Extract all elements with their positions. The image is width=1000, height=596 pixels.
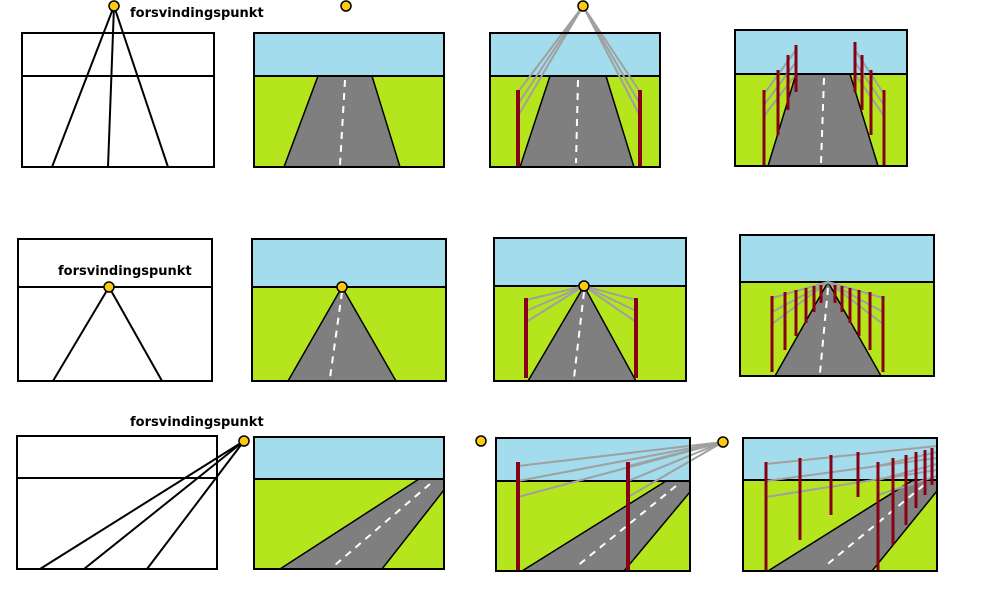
vanishing-point-label: forsvindingspunkt (130, 6, 264, 21)
vanishing-point-label: forsvindingspunkt (130, 415, 264, 430)
fence-wires (771, 281, 884, 325)
vanishing-point-marker (103, 281, 115, 293)
road-edge-line (113, 5, 169, 168)
guide-wires (517, 5, 641, 117)
row2-road-panel (251, 238, 447, 382)
road-edge-line (51, 5, 115, 168)
vanishing-point-marker (336, 281, 348, 293)
vanishing-point-marker (108, 0, 120, 12)
row-1: forsvindingspunkt (21, 0, 908, 168)
guide-wires (517, 441, 724, 498)
row1-sketch-panel: forsvindingspunkt (21, 0, 264, 168)
vanishing-point-label: forsvindingspunkt (58, 264, 192, 279)
row2-fence-panel (739, 234, 935, 377)
guide-wires (525, 285, 637, 323)
fence-posts (762, 42, 886, 165)
row1-fence-panel (734, 29, 908, 167)
row-3: forsvindingspunkt (16, 415, 938, 572)
row2-posts-panel (493, 237, 687, 382)
vanishing-point-marker (577, 0, 589, 12)
row1-posts-panel (489, 0, 661, 168)
row2-sketch-panel: forsvindingspunkt (17, 238, 213, 382)
vanishing-point-marker (238, 435, 250, 447)
row3-fence-panel (742, 437, 938, 572)
fence-posts (770, 285, 885, 372)
road-marking (339, 79, 346, 166)
row3-sketch-panel: forsvindingspunkt (16, 415, 264, 570)
vanishing-point-marker (717, 436, 729, 448)
row3-posts-panel (475, 435, 729, 572)
row1-road-panel (253, 0, 445, 168)
road-center-line (107, 5, 115, 168)
row3-road-panel (253, 436, 445, 570)
vanishing-point-marker (578, 280, 590, 292)
row-2: forsvindingspunkt (17, 234, 935, 382)
vanishing-point-marker (475, 435, 487, 447)
fence-posts (764, 448, 934, 571)
vanishing-point-marker (340, 0, 352, 12)
